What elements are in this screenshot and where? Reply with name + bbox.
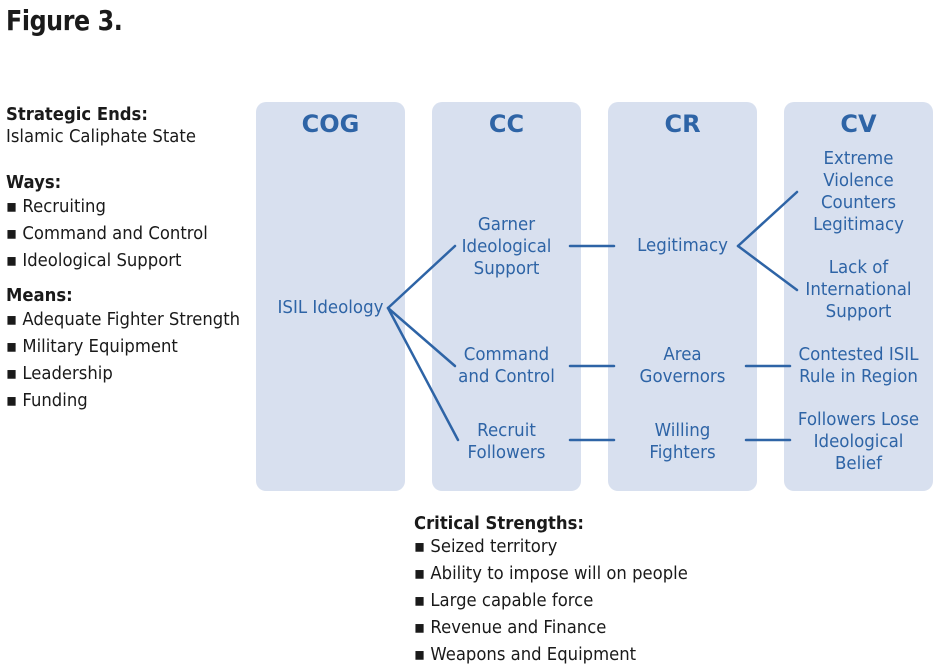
node-isil-ideology: ISIL Ideology [277, 298, 384, 318]
ways-heading: Ways: [6, 173, 62, 193]
means-item: Funding [6, 388, 241, 415]
link-cog-garner [386, 244, 457, 310]
means-heading: Means: [6, 286, 73, 306]
node-garner-ideological-support: Garner Ideological Support [461, 215, 552, 279]
link-cog-recruit [386, 306, 460, 442]
critical-strength-item: Revenue and Finance [414, 615, 790, 642]
node-legitimacy: Legitimacy [637, 236, 728, 256]
strategy-panel: Strategic Ends: Islamic Caliphate State … [6, 104, 241, 415]
ways-item: Ideological Support [6, 248, 241, 275]
node-area-governors: Area Governors [639, 345, 726, 387]
ways-item: Command and Control [6, 221, 241, 248]
critical-strength-item: Weapons and Equipment [414, 642, 790, 669]
node-followers-lose-belief: Followers Lose Ideological Belief [797, 410, 920, 474]
column-heading-cc: CC [488, 110, 525, 138]
means-item: Military Equipment [6, 334, 241, 361]
strategic-ends-heading: Strategic Ends: [6, 105, 148, 125]
link-legitimacy-lack [736, 244, 799, 292]
column-heading-cv: CV [840, 110, 877, 138]
node-contested-isil-rule: Contested ISIL Rule in Region [798, 345, 919, 387]
node-willing-fighters: Willing Fighters [649, 421, 716, 463]
figure-title: Figure 3. [6, 4, 123, 37]
column-cc [432, 102, 581, 491]
critical-strength-item: Seized territory [414, 534, 790, 561]
link-legitimacy-extreme [736, 190, 799, 248]
critical-strength-item: Ability to impose will on people [414, 561, 790, 588]
column-cog [256, 102, 405, 491]
column-heading-cr: CR [664, 110, 701, 138]
node-extreme-violence: Extreme Violence Counters Legitimacy [813, 149, 904, 235]
strategic-ends-value: Islamic Caliphate State [6, 127, 196, 147]
link-cog-command [386, 306, 457, 368]
critical-strengths-heading: Critical Strengths: [414, 514, 584, 534]
means-item: Leadership [6, 361, 241, 388]
node-lack-of-international-support: Lack of International Support [805, 258, 912, 322]
column-cv [784, 102, 933, 491]
critical-strengths-panel: Critical Strengths: Seized territory Abi… [414, 514, 790, 669]
node-recruit-followers: Recruit Followers [467, 421, 546, 463]
means-item: Adequate Fighter Strength [6, 307, 241, 334]
column-cr [608, 102, 757, 491]
node-command-and-control: Command and Control [458, 345, 555, 387]
column-heading-cog: COG [301, 110, 360, 138]
ways-item: Recruiting [6, 194, 241, 221]
critical-strength-item: Large capable force [414, 588, 790, 615]
